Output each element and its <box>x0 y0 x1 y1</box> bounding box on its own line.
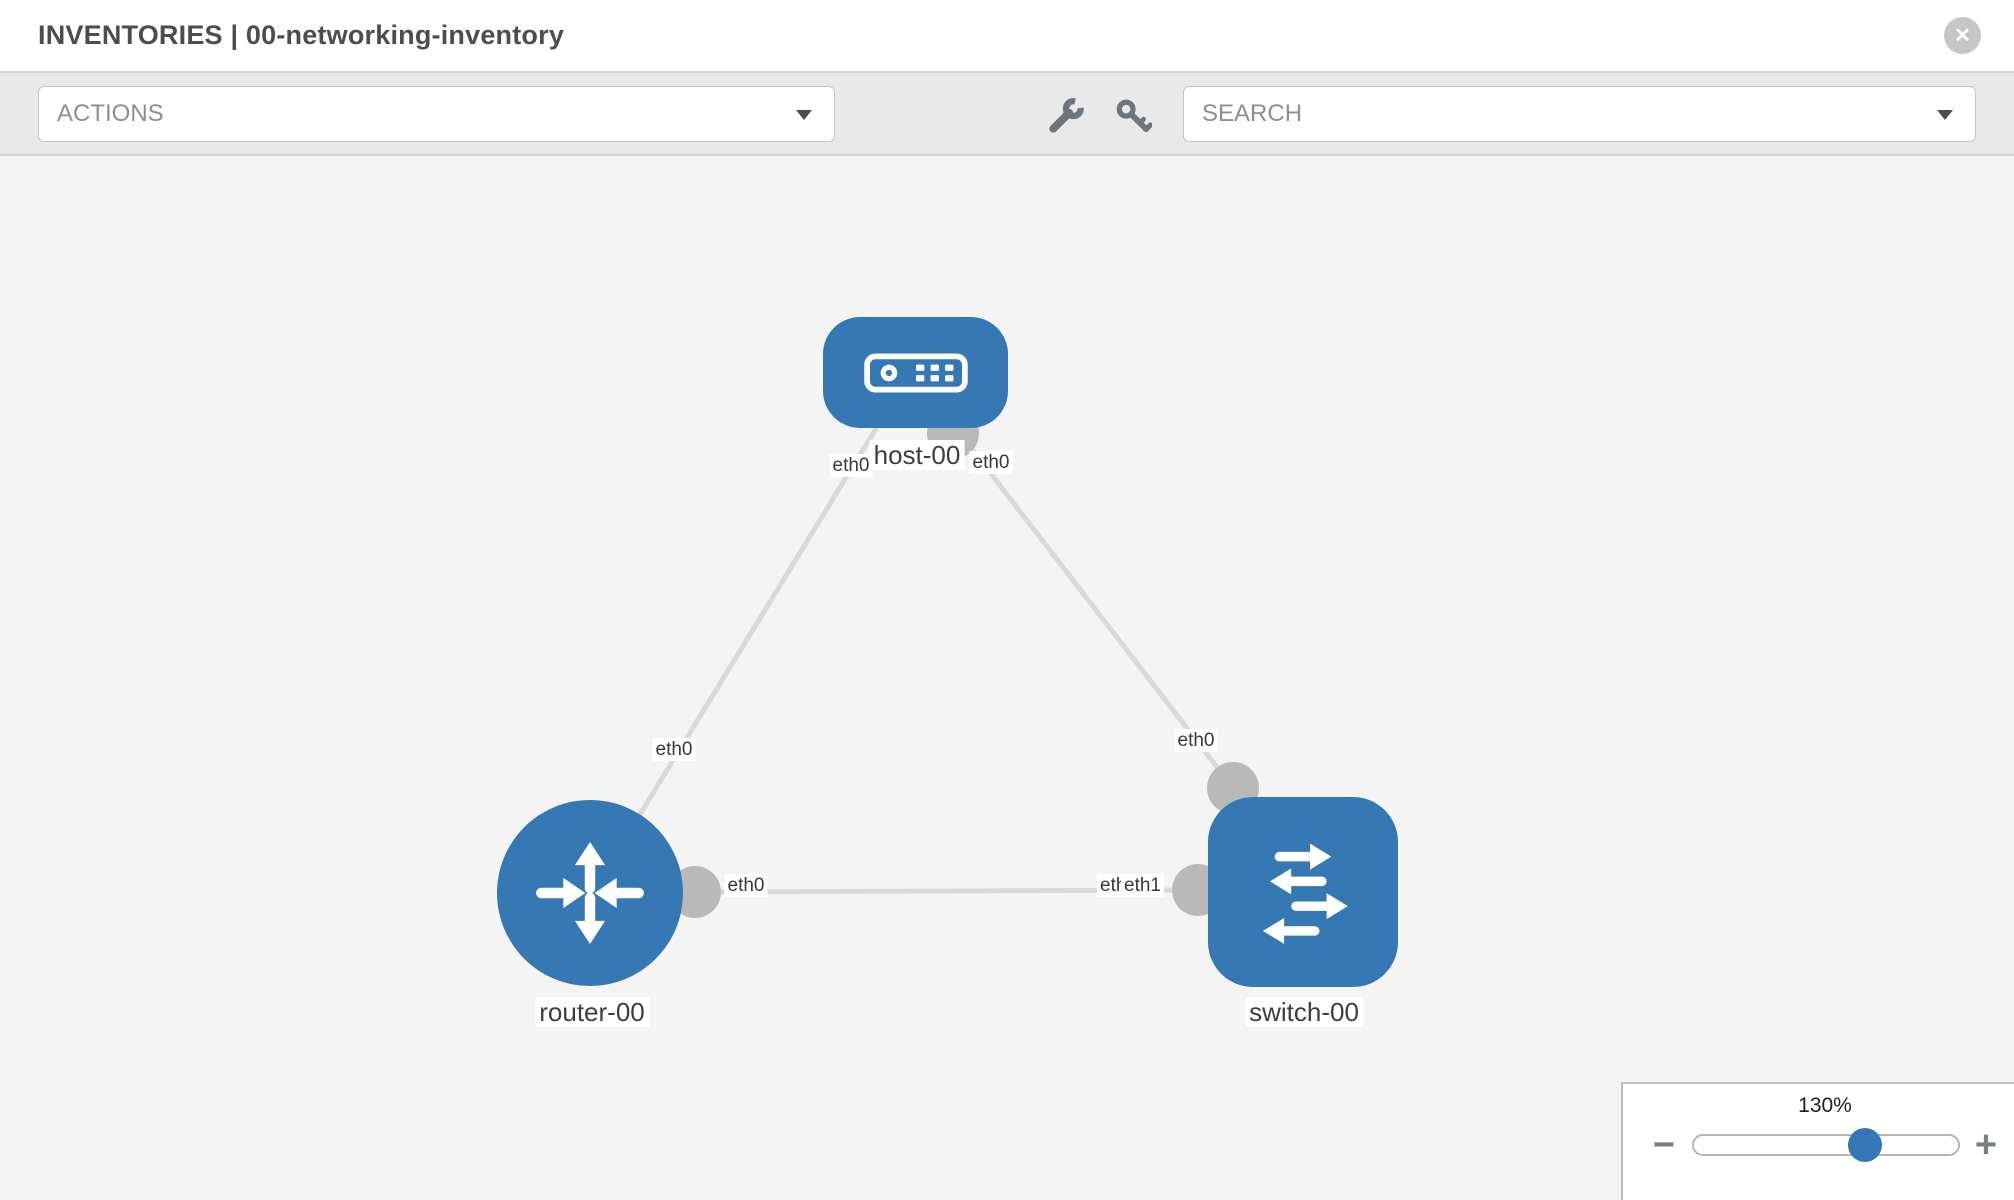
switch-arrows-icon <box>1262 843 1348 944</box>
iface-label-switch-eth1: eth1 <box>1121 874 1164 897</box>
link-host-switch <box>946 416 1235 790</box>
plus-icon: + <box>1974 1124 1998 1166</box>
router-arrows-icon <box>536 841 644 945</box>
zoom-slider-track[interactable] <box>1692 1134 1960 1156</box>
toolbar: ACTIONS SEARCH <box>0 73 2014 156</box>
zoom-slider-handle[interactable] <box>1848 1128 1882 1162</box>
iface-label-router-eth0-up: eth0 <box>652 738 696 761</box>
links-layer <box>636 407 1259 918</box>
iface-label-host-eth0-left: eth0 <box>829 454 873 477</box>
topology-canvas[interactable]: host-00 router-00 switch-00 eth0 eth0 et… <box>0 156 2014 1200</box>
search-dropdown[interactable]: SEARCH <box>1183 86 1976 142</box>
chevron-down-icon <box>1937 110 1953 120</box>
node-host-00[interactable] <box>823 317 1008 428</box>
node-switch-00[interactable] <box>1208 797 1398 987</box>
node-label-switch: switch-00 <box>1245 997 1363 1027</box>
close-icon: ✕ <box>1954 24 1971 47</box>
actions-dropdown[interactable]: ACTIONS <box>38 86 835 142</box>
node-router-00[interactable] <box>497 800 683 986</box>
iface-label-switch-eth0-top: eth0 <box>1174 729 1218 752</box>
chevron-down-icon <box>796 110 812 120</box>
close-button[interactable]: ✕ <box>1944 17 1981 54</box>
minus-icon: − <box>1652 1124 1676 1166</box>
page-title: INVENTORIES | 00-networking-inventory <box>38 20 565 50</box>
zoom-level: 130% <box>1798 1094 1852 1117</box>
configure-button[interactable] <box>1047 97 1085 135</box>
search-dropdown-value: SEARCH <box>1202 100 1303 127</box>
actions-dropdown-value: ACTIONS <box>57 100 164 127</box>
node-label-router: router-00 <box>535 997 649 1027</box>
key-icon <box>1116 99 1152 133</box>
header: INVENTORIES | 00-networking-inventory ✕ <box>0 0 2014 73</box>
iface-label-router-eth0-side: eth0 <box>724 874 768 897</box>
zoom-panel: 130% − + <box>1621 1082 2014 1200</box>
server-icon <box>863 353 968 392</box>
node-label-host: host-00 <box>869 440 965 470</box>
zoom-out-button[interactable]: − <box>1653 1126 1675 1164</box>
iface-label-host-eth0-right: eth0 <box>969 451 1013 474</box>
credentials-button[interactable] <box>1114 97 1152 135</box>
zoom-in-button[interactable]: + <box>1975 1126 1997 1164</box>
wrench-icon <box>1049 97 1085 133</box>
